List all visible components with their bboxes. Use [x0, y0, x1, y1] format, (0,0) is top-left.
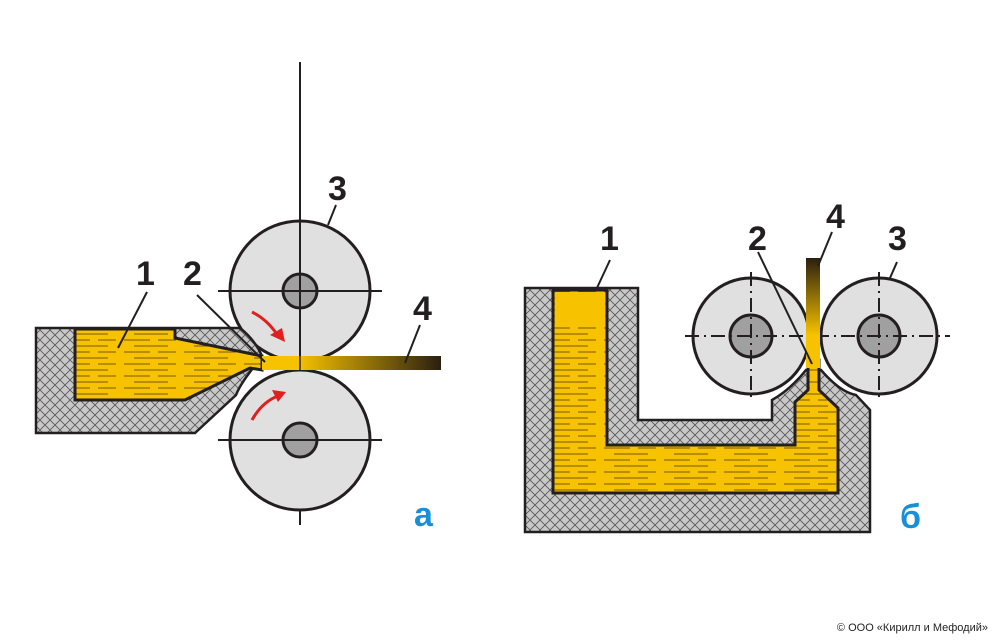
lower-roll: [218, 368, 382, 512]
diagram-a: 1 2 3 4 а: [34, 62, 441, 534]
strip-a: [262, 356, 441, 370]
label-3-b: 3: [888, 220, 907, 258]
caption-a: а: [414, 496, 434, 534]
upper-roll: [218, 215, 382, 370]
label-3-a: 3: [328, 170, 347, 208]
label-1-a: 1: [136, 255, 155, 293]
copyright-notice: © ООО «Кирилл и Мефодий»: [836, 622, 988, 634]
label-4-a: 4: [413, 290, 432, 328]
label-4-b: 4: [826, 198, 845, 236]
caption-b: б: [900, 498, 921, 536]
label-1-b: 1: [600, 220, 619, 258]
diagram-b: 1 2 3 4 б: [523, 198, 950, 536]
rotation-arrow-lower: [250, 394, 279, 421]
right-roll: [815, 272, 950, 400]
label-2-b: 2: [748, 220, 767, 258]
label-2-a: 2: [183, 255, 202, 293]
strip-b: [806, 258, 820, 368]
